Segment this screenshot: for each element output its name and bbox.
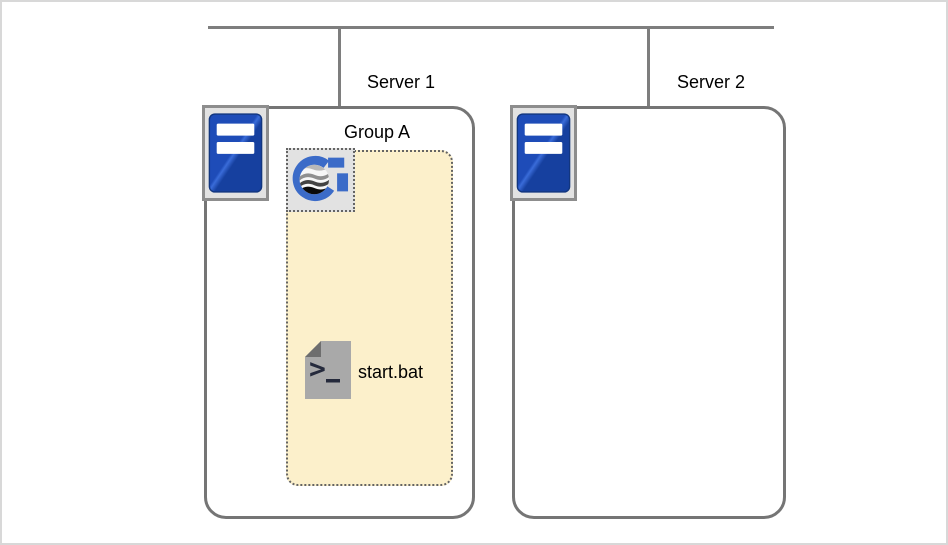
genexus-logo-icon [286, 148, 355, 212]
terminal-script-file-icon: > [305, 341, 351, 399]
network-bus-line [208, 26, 774, 29]
server2-icon [510, 105, 577, 201]
group-a-label: Group A [343, 122, 411, 142]
svg-text:>: > [309, 352, 326, 385]
server2-label: Server 2 [676, 72, 746, 92]
network-drop-line-server1 [338, 28, 341, 107]
terminal-file-glyph: > [305, 341, 351, 399]
start-bat-label: start.bat [358, 362, 424, 382]
server1-label: Server 1 [366, 72, 436, 92]
server-icon [516, 113, 571, 193]
server-icon [208, 113, 263, 193]
genexus-logo-glyph [292, 156, 349, 202]
network-drop-line-server2 [647, 28, 650, 107]
server1-icon [202, 105, 269, 201]
